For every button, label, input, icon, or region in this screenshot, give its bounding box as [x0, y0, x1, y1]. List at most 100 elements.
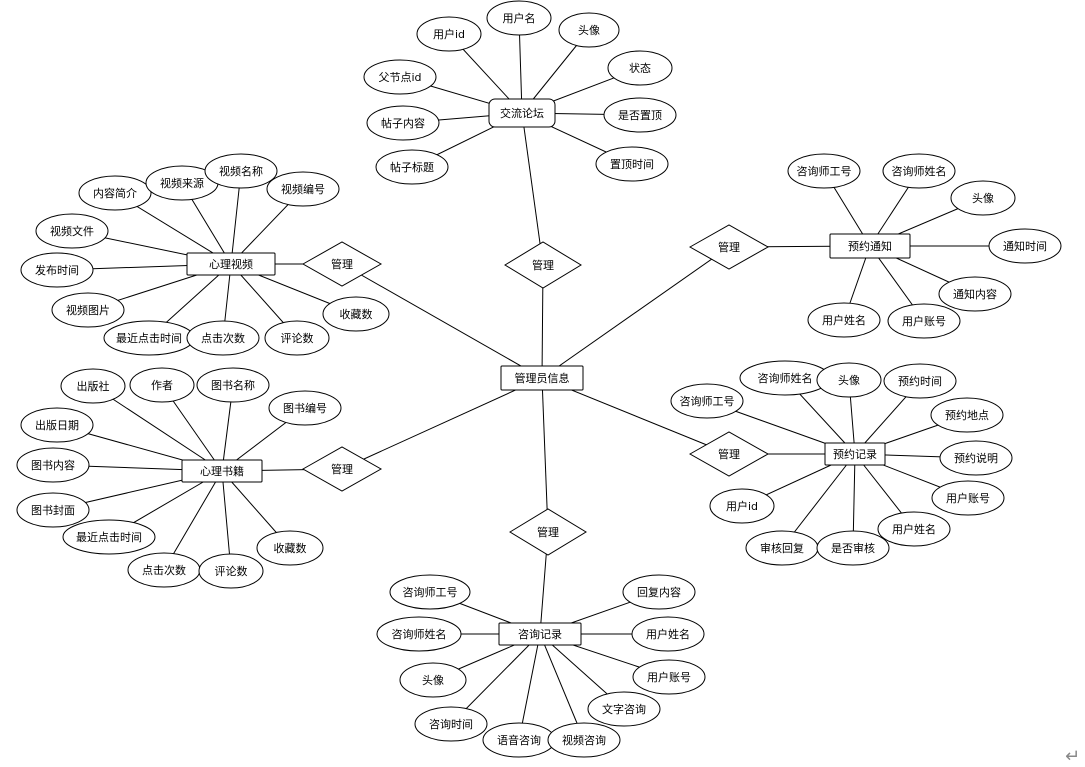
- label: 头像: [972, 192, 994, 205]
- attribute-ellipse: [198, 553, 264, 589]
- label: 用户账号: [902, 314, 946, 328]
- attribute-ellipse: [186, 320, 260, 356]
- attribute-ellipse: [264, 320, 330, 356]
- attribute-ellipse: [16, 492, 90, 528]
- relationship-r_notice: 管理: [688, 224, 770, 270]
- label: 最近点击时间: [116, 332, 182, 345]
- attribute-ellipse: [366, 105, 440, 141]
- consult-attr-line: [518, 633, 541, 741]
- attribute-ellipse: [607, 50, 673, 86]
- attribute-ellipse: [35, 213, 109, 249]
- relationship-r_appt: 管理: [688, 431, 770, 477]
- relationship-r_consult: 管理: [509, 508, 587, 556]
- relationship-r_forum: 管理: [504, 241, 582, 289]
- attribute-ellipse: [887, 303, 961, 339]
- consult-attribute: 用户姓名: [631, 616, 705, 652]
- entity-appt: 预约记录: [824, 442, 886, 466]
- label: 图书编号: [283, 401, 327, 415]
- appt-attribute: 用户姓名: [877, 511, 951, 547]
- attribute-ellipse: [376, 616, 462, 652]
- book-attr-line: [92, 385, 223, 472]
- entity-forum: 交流论坛: [488, 98, 556, 128]
- label: 心理视频: [209, 257, 253, 271]
- forum-attribute: 用户id: [416, 16, 482, 52]
- label: 咨询师姓名: [892, 164, 947, 178]
- label: 图书封面: [31, 503, 75, 517]
- label: 咨询时间: [429, 717, 473, 731]
- entity-box: [824, 442, 886, 466]
- attribute-ellipse: [670, 383, 744, 419]
- label: 用户姓名: [822, 313, 866, 327]
- attribute-ellipse: [558, 12, 620, 48]
- attribute-ellipse: [988, 228, 1062, 264]
- attribute-ellipse: [20, 407, 94, 443]
- book-attribute: 最近点击时间: [62, 519, 156, 555]
- label: 交流论坛: [500, 106, 544, 120]
- video-attribute: 视频文件: [35, 213, 109, 249]
- label: 最近点击时间: [76, 531, 142, 544]
- label: 出版日期: [35, 418, 79, 432]
- book-attribute: 评论数: [198, 553, 264, 589]
- attribute-ellipse: [930, 397, 1004, 433]
- attribute-ellipse: [587, 691, 661, 727]
- attribute-ellipse: [196, 367, 270, 403]
- label: 文字咨询: [602, 702, 646, 716]
- attribute-ellipse: [877, 511, 951, 547]
- label: 作者: [151, 379, 173, 392]
- label: 咨询师姓名: [758, 371, 813, 385]
- entity-book: 心理书籍: [181, 459, 263, 483]
- label: 置顶时间: [610, 158, 654, 171]
- label: 预约通知: [848, 239, 892, 253]
- forum-attribute: 用户名: [486, 0, 552, 36]
- appt-attribute: 预约时间: [883, 363, 957, 399]
- label: 用户姓名: [646, 627, 690, 641]
- book-attribute: 图书内容: [16, 447, 90, 483]
- appt-attribute: 用户账号: [931, 480, 1005, 516]
- r_forum-to-forum-line: [521, 112, 544, 266]
- entity-consult: 咨询记录: [498, 622, 582, 646]
- label: 用户账号: [647, 670, 691, 684]
- label: 咨询师工号: [403, 585, 458, 599]
- book-attribute: 出版日期: [20, 407, 94, 443]
- video-attribute: 收藏数: [322, 296, 390, 332]
- label: 咨询师工号: [797, 164, 852, 178]
- appt-attribute: 咨询师工号: [670, 383, 744, 419]
- attribute-ellipse: [16, 447, 90, 483]
- entity-video: 心理视频: [186, 252, 276, 276]
- label: 视频文件: [50, 224, 94, 238]
- label: 头像: [422, 674, 444, 687]
- label: 预约说明: [954, 451, 998, 465]
- label: 通知时间: [1003, 239, 1047, 253]
- notice-attribute: 用户账号: [887, 303, 961, 339]
- diagram-shapes: 用户id用户名头像状态是否置顶置顶时间帖子标题帖子内容父节点id内容简介视频来源…: [16, 0, 1062, 758]
- video-attribute: 点击次数: [186, 320, 260, 356]
- appt-attribute: 预约说明: [939, 440, 1013, 476]
- relationship-diamond: [509, 508, 587, 556]
- attribute-ellipse: [78, 175, 152, 211]
- notice-attribute: 头像: [950, 180, 1016, 216]
- label: 图书名称: [211, 378, 255, 392]
- video-attribute: 最近点击时间: [103, 320, 195, 356]
- entity-box: [500, 365, 584, 391]
- label: 语音咨询: [497, 733, 541, 747]
- attribute-ellipse: [631, 616, 705, 652]
- label: 审核回复: [760, 541, 804, 555]
- admin-to-r_book-line: [341, 377, 543, 470]
- attribute-ellipse: [20, 252, 94, 288]
- consult-attribute: 回复内容: [622, 574, 696, 610]
- entity-notice: 预约通知: [829, 233, 911, 259]
- notice-attribute: 咨询师工号: [787, 153, 861, 189]
- label: 预约时间: [898, 375, 942, 388]
- notice-attribute: 用户姓名: [807, 302, 881, 338]
- label: 父节点id: [378, 71, 421, 84]
- forum-attribute: 状态: [607, 50, 673, 86]
- book-attribute: 点击次数: [127, 552, 201, 588]
- label: 咨询师姓名: [392, 627, 447, 641]
- label: 内容简介: [93, 186, 137, 200]
- attribute-ellipse: [807, 302, 881, 338]
- label: 视频图片: [66, 303, 110, 317]
- label: 咨询师工号: [680, 394, 735, 408]
- label: 用户id: [433, 27, 465, 41]
- attribute-ellipse: [950, 180, 1016, 216]
